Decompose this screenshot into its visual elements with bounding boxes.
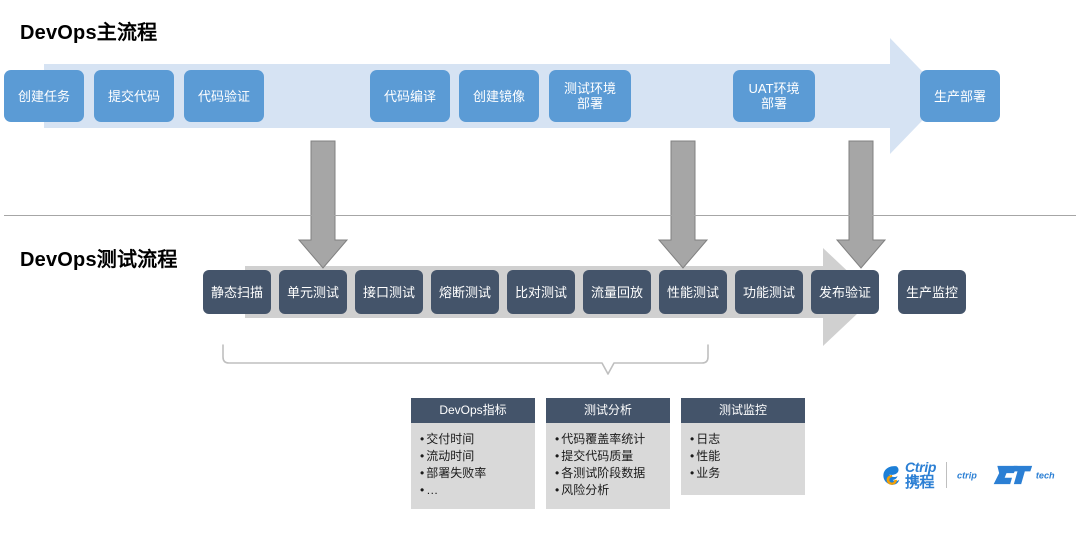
test-step-traffic-replay[interactable]: 流量回放 [583, 270, 651, 314]
card-devops-metrics: DevOps指标 交付时间 流动时间 部署失败率 … [411, 398, 535, 509]
list-item: 日志 [690, 431, 805, 448]
list-item: 各测试阶段数据 [555, 465, 670, 482]
card-test-monitoring-list: 日志 性能 业务 [690, 431, 805, 482]
svg-text:tech: tech [1036, 471, 1055, 481]
main-step-code-compile[interactable]: 代码编译 [370, 70, 450, 122]
card-devops-metrics-list: 交付时间 流动时间 部署失败率 … [420, 431, 535, 499]
page-title-main-flow: DevOps主流程 [20, 22, 158, 44]
main-step-production-deploy[interactable]: 生产部署 [920, 70, 1000, 122]
ctrip-name-en: Ctrip [905, 459, 937, 475]
connector-arrow-performance-test [657, 140, 709, 269]
list-item: … [420, 482, 535, 499]
ctrip-tech-icon: ctrip tech [957, 465, 1055, 485]
main-step-uat-env-deploy[interactable]: UAT环境 部署 [733, 70, 815, 122]
test-step-production-monitor[interactable]: 生产监控 [898, 270, 966, 314]
list-item: 部署失败率 [420, 465, 535, 482]
bracket-connector [222, 344, 709, 375]
card-devops-metrics-body: 交付时间 流动时间 部署失败率 … [411, 423, 535, 509]
card-test-analysis: 测试分析 代码覆盖率统计 提交代码质量 各测试阶段数据 风险分析 [546, 398, 670, 509]
test-step-unit-test[interactable]: 单元测试 [279, 270, 347, 314]
card-test-analysis-body: 代码覆盖率统计 提交代码质量 各测试阶段数据 风险分析 [546, 423, 670, 509]
connector-arrow-unit-test [297, 140, 349, 269]
main-step-test-env-deploy[interactable]: 测试环境 部署 [549, 70, 631, 122]
svg-text:ctrip: ctrip [957, 471, 977, 481]
main-step-code-verify[interactable]: 代码验证 [184, 70, 264, 122]
bracket-path [222, 344, 709, 375]
ctrip-logo: Ctrip 携程 [880, 460, 936, 490]
dolphin-icon [883, 466, 900, 485]
main-step-create-image[interactable]: 创建镜像 [459, 70, 539, 122]
card-test-monitoring-body: 日志 性能 业务 [681, 423, 805, 495]
test-step-static-scan[interactable]: 静态扫描 [203, 270, 271, 314]
connector-arrow-release-verify [835, 140, 887, 269]
list-item: 风险分析 [555, 482, 670, 499]
page-title-test-flow: DevOps测试流程 [20, 249, 178, 271]
main-step-create-task[interactable]: 创建任务 [4, 70, 84, 122]
card-devops-metrics-title: DevOps指标 [411, 398, 535, 423]
test-step-performance-test[interactable]: 性能测试 [659, 270, 727, 314]
test-step-release-verify[interactable]: 发布验证 [811, 270, 879, 314]
logo-divider [946, 462, 948, 488]
list-item: 交付时间 [420, 431, 535, 448]
ctrip-wordmark: Ctrip 携程 [905, 460, 936, 490]
list-item: 性能 [690, 448, 805, 465]
main-step-commit-code[interactable]: 提交代码 [94, 70, 174, 122]
card-test-monitoring: 测试监控 日志 性能 业务 [681, 398, 805, 495]
brand-logo: Ctrip 携程 ctrip tech [880, 458, 1067, 492]
test-step-circuit-break-test[interactable]: 熔断测试 [431, 270, 499, 314]
test-step-functional-test[interactable]: 功能测试 [735, 270, 803, 314]
card-test-analysis-title: 测试分析 [546, 398, 670, 423]
test-step-comparison-test[interactable]: 比对测试 [507, 270, 575, 314]
list-item: 提交代码质量 [555, 448, 670, 465]
section-divider [4, 215, 1076, 216]
list-item: 业务 [690, 465, 805, 482]
card-test-monitoring-title: 测试监控 [681, 398, 805, 423]
list-item: 代码覆盖率统计 [555, 431, 670, 448]
ctrip-name-cn: 携程 [905, 474, 935, 491]
list-item: 流动时间 [420, 448, 535, 465]
test-step-interface-test[interactable]: 接口测试 [355, 270, 423, 314]
card-test-analysis-list: 代码覆盖率统计 提交代码质量 各测试阶段数据 风险分析 [555, 431, 670, 499]
